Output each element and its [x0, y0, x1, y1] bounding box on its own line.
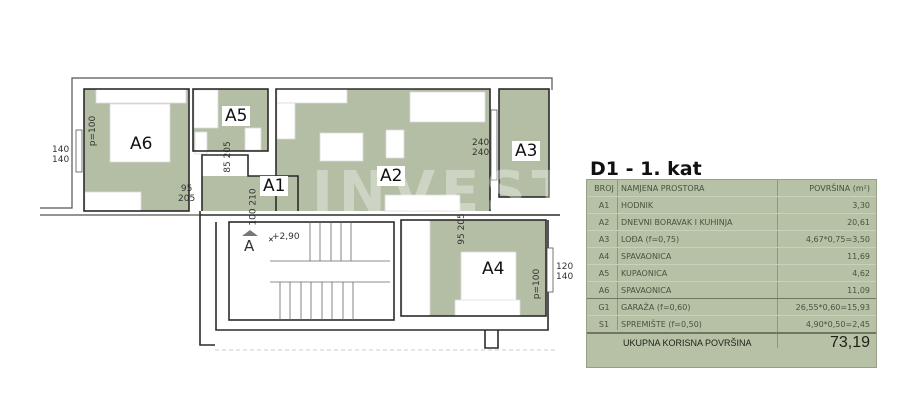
table-row: A2 DNEVNI BORAVAK I KUHINJA 20,61 — [587, 214, 876, 231]
total-divider — [587, 332, 876, 334]
table-row: A6 SPAVAONICA 11,09 — [587, 282, 876, 299]
room-label-a3: A3 — [512, 141, 541, 161]
elevation-marker-icon: ✕ — [268, 237, 274, 244]
dim-entry-door: 100 210 — [248, 188, 259, 226]
table-total-row: UKUPNA KORISNA POVRŠINA 73,19 — [587, 334, 876, 354]
entrance-label: A — [244, 237, 255, 255]
dim-a2-window: 240 240 — [472, 138, 490, 158]
table-row: A1 HODNIK 3,30 — [587, 197, 876, 214]
room-label-a1: A1 — [260, 176, 289, 196]
dim-a5-door: 85 205 — [222, 141, 233, 173]
table-row: A3 LOĐA (f=0,75) 4,67*0,75=3,50 — [587, 231, 876, 248]
divider — [587, 298, 876, 299]
table-header: BROJ NAMJENA PROSTORA POVRŠINA (m²) — [587, 180, 876, 197]
room-label-a2: A2 — [377, 166, 406, 186]
table-row: S1 SPREMIŠTE (f=0,50) 4,90*0,50=2,45 — [587, 316, 876, 333]
column-divider — [617, 180, 618, 330]
header-namjena: NAMJENA PROSTORA — [621, 184, 705, 193]
room-label-a6: A6 — [127, 134, 156, 154]
table-row: A5 KUPAONICA 4,62 — [587, 265, 876, 282]
dim-a6-sill: p=100 — [88, 115, 99, 147]
floor-plan-drawing — [40, 77, 560, 351]
total-value: 73,19 — [829, 334, 870, 351]
header-broj: BROJ — [594, 184, 614, 193]
elevation-label: +2,90 — [272, 232, 300, 242]
room-label-a5: A5 — [222, 106, 251, 126]
page-title: D1 - 1. kat — [590, 158, 702, 180]
total-label: UKUPNA KORISNA POVRŠINA — [623, 338, 752, 348]
room-label-a4: A4 — [479, 259, 508, 279]
dim-a6-window: 140 140 — [52, 145, 70, 165]
dim-a4-window: 120 140 — [556, 262, 574, 282]
table-row: A4 SPAVAONICA 11,69 — [587, 248, 876, 265]
floor-plan: INVESTA A6 A5 A1 A2 A3 A4 A +2,90 ✕ 140 … — [40, 77, 574, 351]
table-row: G1 GARAŽA (f=0,60) 26,55*0,60=15,93 — [587, 299, 876, 316]
header-povrsina: POVRŠINA (m²) — [809, 184, 870, 193]
dim-a4-sill: p=100 — [532, 268, 543, 300]
dim-a6-door: 95 205 — [178, 184, 196, 204]
area-table: BROJ NAMJENA PROSTORA POVRŠINA (m²) A1 H… — [586, 179, 877, 368]
dim-a4-door: 95 205 — [456, 213, 467, 245]
